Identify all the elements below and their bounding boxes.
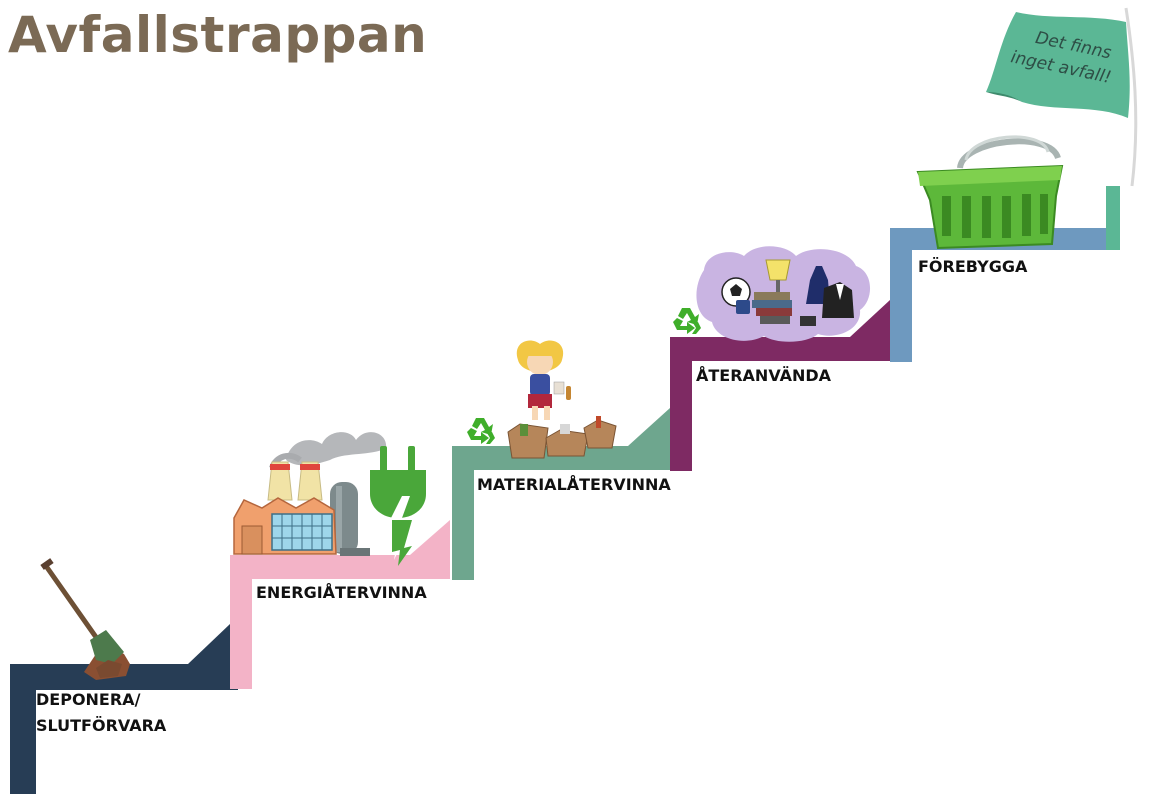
step-ateranvanda	[670, 300, 890, 471]
step-forebygga	[890, 228, 1110, 362]
factory-icon	[233, 432, 387, 556]
power-plug-icon	[370, 446, 426, 566]
step-energiatervinna	[230, 520, 450, 689]
step-label-deponera: DEPONERA/ SLUTFÖRVARA	[36, 690, 167, 735]
shovel-icon	[40, 558, 130, 680]
recycle-icon	[673, 308, 701, 334]
step-label-energiatervinna: ENERGIÅTERVINNA	[256, 583, 427, 602]
shopping-basket-icon	[916, 135, 1064, 250]
flag-pole-base	[1106, 186, 1120, 250]
recycle-icon	[467, 418, 495, 444]
page-title: Avfallstrappan	[8, 6, 428, 64]
sorting-girl-icon	[507, 340, 617, 459]
step-deponera	[10, 624, 238, 794]
step-label-ateranvanda: ÅTERANVÄNDA	[696, 366, 832, 385]
step-label-forebygga: FÖREBYGGA	[918, 257, 1028, 276]
step-label-materialatervinna: MATERIALÅTERVINNA	[477, 475, 671, 494]
reuse-items-icon	[696, 246, 871, 342]
slogan-flag: Det finns inget avfall!	[986, 7, 1138, 187]
